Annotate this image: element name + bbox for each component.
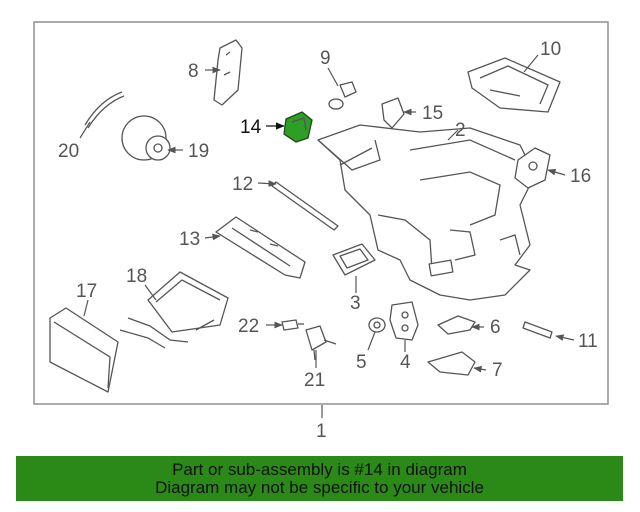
label-2: 2: [455, 120, 466, 141]
part-20-hose: [84, 91, 125, 129]
part-22-screw: [281, 319, 304, 331]
part-5-actuator: [368, 317, 386, 333]
part-3-vent: [332, 243, 376, 276]
part-17-cabin-filter: [49, 307, 119, 393]
banner-line-2: Diagram may not be specific to your vehi…: [155, 477, 484, 497]
label-18: 18: [126, 266, 147, 287]
label-22: 22: [238, 316, 259, 337]
label-4: 4: [400, 352, 411, 373]
label-5: 5: [356, 352, 367, 373]
label-10: 10: [540, 39, 561, 60]
label-16: 16: [570, 166, 591, 187]
part-15-clip: [381, 97, 405, 129]
label-19: 19: [188, 141, 209, 162]
label-1: 1: [316, 421, 327, 442]
label-20: 20: [58, 141, 79, 162]
part-21-sensor: [305, 325, 337, 361]
part-18-evaporator: [119, 271, 229, 349]
part-11-gasket: [522, 321, 553, 339]
part-13-panel: [215, 216, 306, 279]
label-21: 21: [304, 370, 325, 391]
label-8: 8: [188, 61, 199, 82]
part-4-bracket: [389, 301, 419, 341]
part-10-cover: [467, 57, 561, 113]
part-2-hvac-case: [317, 124, 536, 301]
label-11: 11: [578, 331, 598, 352]
parts-diagram: 1 2 3 4 5 6 7 8 9 10 11 12 13 14 15 16 1…: [33, 21, 609, 442]
part-14-highlighted-module: [283, 111, 313, 143]
part-16-actuator: [514, 147, 551, 189]
label-17: 17: [76, 281, 97, 302]
label-6: 6: [490, 317, 501, 338]
label-13: 13: [179, 229, 200, 250]
label-12: 12: [232, 174, 253, 195]
part-7-plate: [427, 351, 476, 376]
label-7: 7: [492, 360, 503, 381]
banner-line-1: Part or sub-assembly is #14 in diagram: [172, 459, 467, 479]
part-14-fill: [283, 111, 313, 143]
label-9: 9: [320, 48, 331, 69]
part-19-blower-motor: [121, 115, 171, 161]
label-14: 14: [240, 117, 262, 138]
label-15: 15: [422, 103, 443, 124]
info-banner: Part or sub-assembly is #14 in diagram D…: [16, 456, 623, 501]
part-9-grommet: [328, 81, 357, 110]
label-3: 3: [350, 293, 361, 314]
